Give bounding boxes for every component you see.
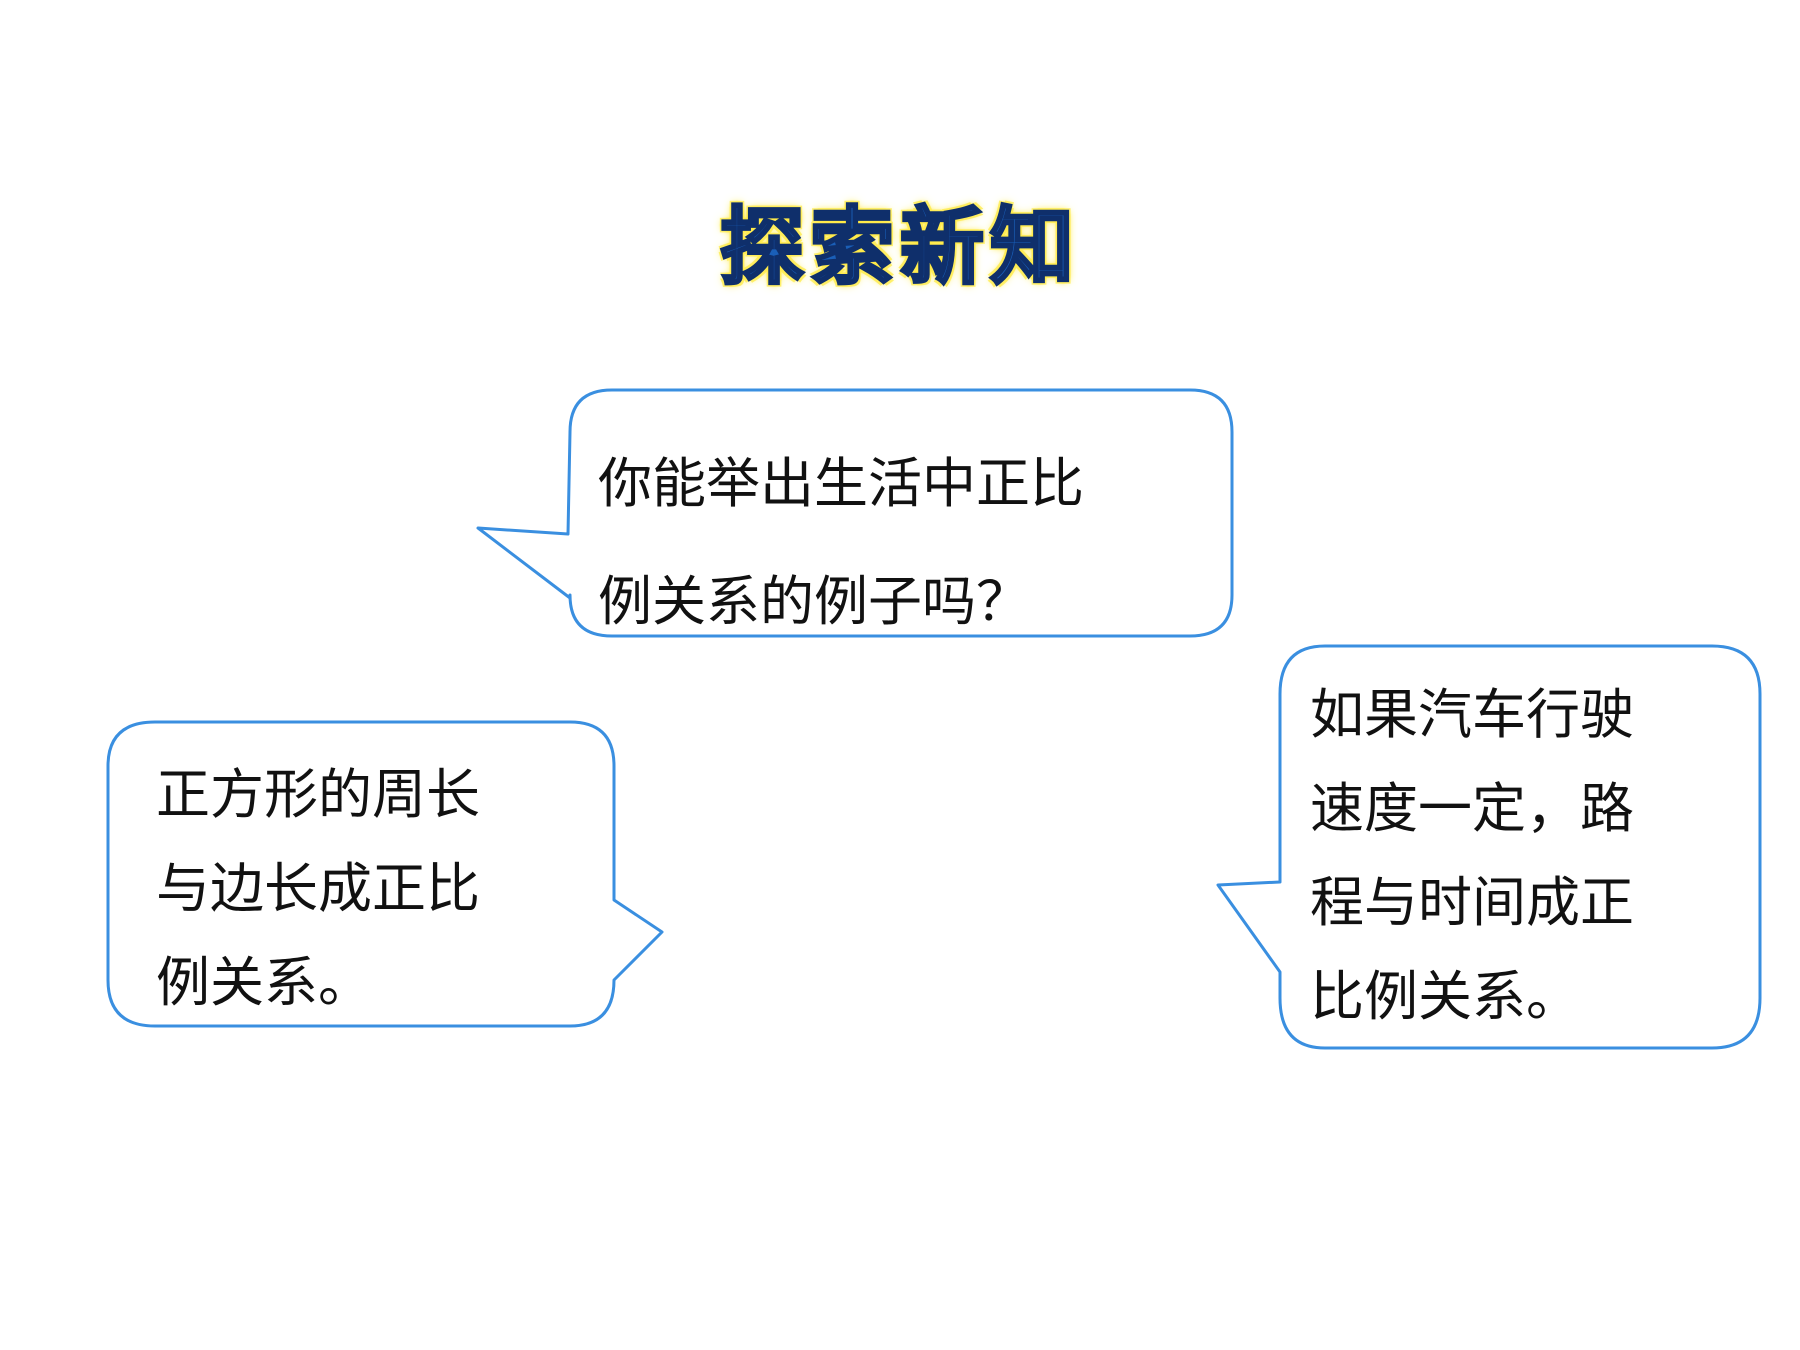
square-answer-text: 正方形的周长 与边长成正比 例关系。: [156, 748, 480, 1030]
question-line-1: 你能举出生活中正比: [598, 452, 1084, 515]
square-answer-bubble: [106, 720, 664, 1028]
car-answer-line-3: 程与时间成正: [1310, 871, 1634, 934]
square-answer-line-3: 例关系。: [156, 951, 372, 1014]
square-answer-line-2: 与边长成正比: [156, 857, 480, 920]
car-answer-text: 如果汽车行驶 速度一定，路 程与时间成正 比例关系。: [1310, 668, 1634, 1044]
car-answer-line-2: 速度一定，路: [1310, 777, 1634, 840]
question-text: 你能举出生活中正比 例关系的例子吗？: [598, 425, 1084, 661]
page-title: 探索新知: [718, 197, 1080, 298]
square-answer-line-1: 正方形的周长: [156, 763, 480, 826]
car-answer-line-1: 如果汽车行驶: [1310, 683, 1634, 746]
car-answer-line-4: 比例关系。: [1310, 965, 1580, 1028]
car-answer-bubble: [1216, 644, 1762, 1050]
question-line-2: 例关系的例子吗？: [598, 570, 1030, 633]
question-bubble: [476, 388, 1234, 638]
